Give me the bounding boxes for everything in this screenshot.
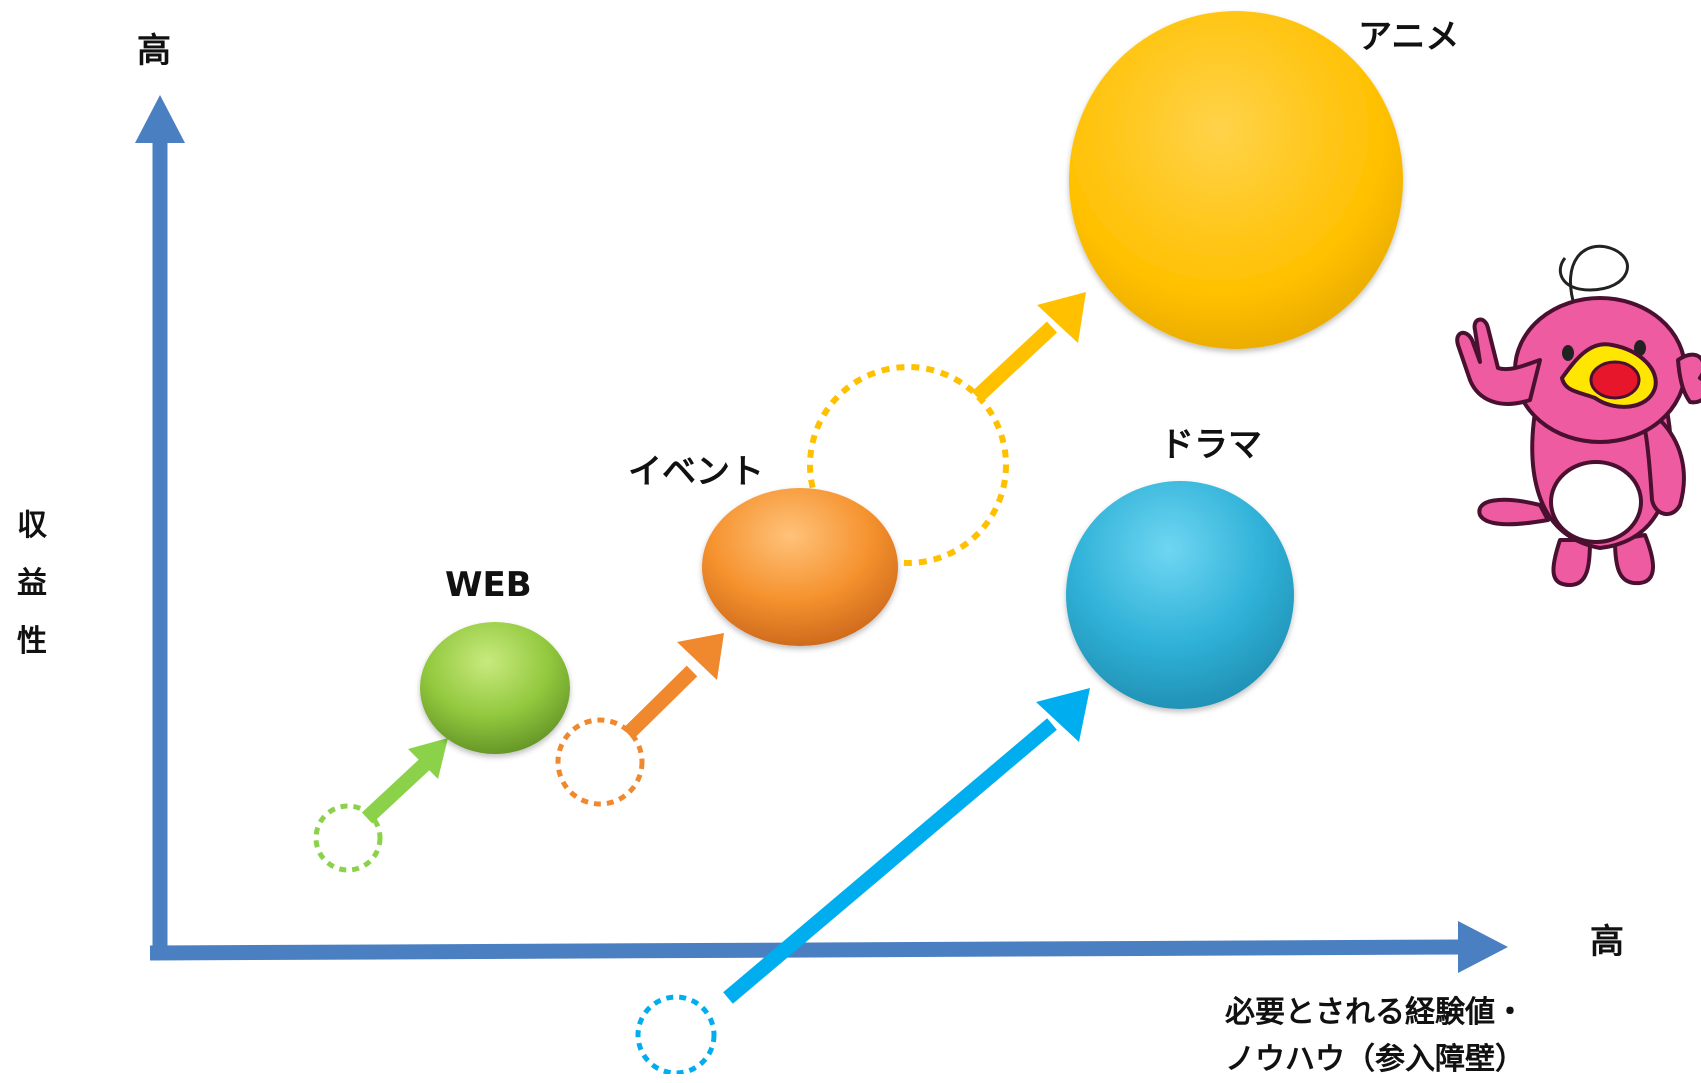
web-stage-label: WEB [445, 565, 532, 605]
web-origin-dashed-circle [313, 803, 383, 873]
web-bubble [420, 622, 570, 754]
x-axis [149, 921, 1508, 973]
event-bubble [702, 488, 898, 646]
y-axis [135, 95, 185, 958]
event-stage-label: イベント [628, 452, 764, 492]
drama-growth-arrow [723, 688, 1090, 1004]
event-origin-dashed-circle [555, 717, 645, 807]
event-growth-arrow [622, 633, 724, 740]
drama-stage-label: ドラマ [1160, 425, 1262, 465]
pink-fish-mascot-icon [1455, 244, 1701, 587]
anime-growth-arrow [971, 292, 1086, 403]
x-axis-title: 必要とされる経験値・ ノウハウ（参入障壁） [1225, 995, 1525, 1077]
y-axis-title: 収益性 [17, 508, 47, 659]
anime-stage-label: アニメ [1358, 17, 1460, 57]
x-axis-high-label: 高 [1590, 922, 1624, 962]
anime-bubble [1069, 11, 1403, 349]
y-axis-high-label: 高 [137, 31, 171, 71]
web-growth-arrow [361, 738, 448, 824]
anime-origin-dashed-circle [807, 364, 1009, 566]
drama-origin-dashed-circle [635, 994, 717, 1074]
drama-bubble [1066, 481, 1294, 709]
